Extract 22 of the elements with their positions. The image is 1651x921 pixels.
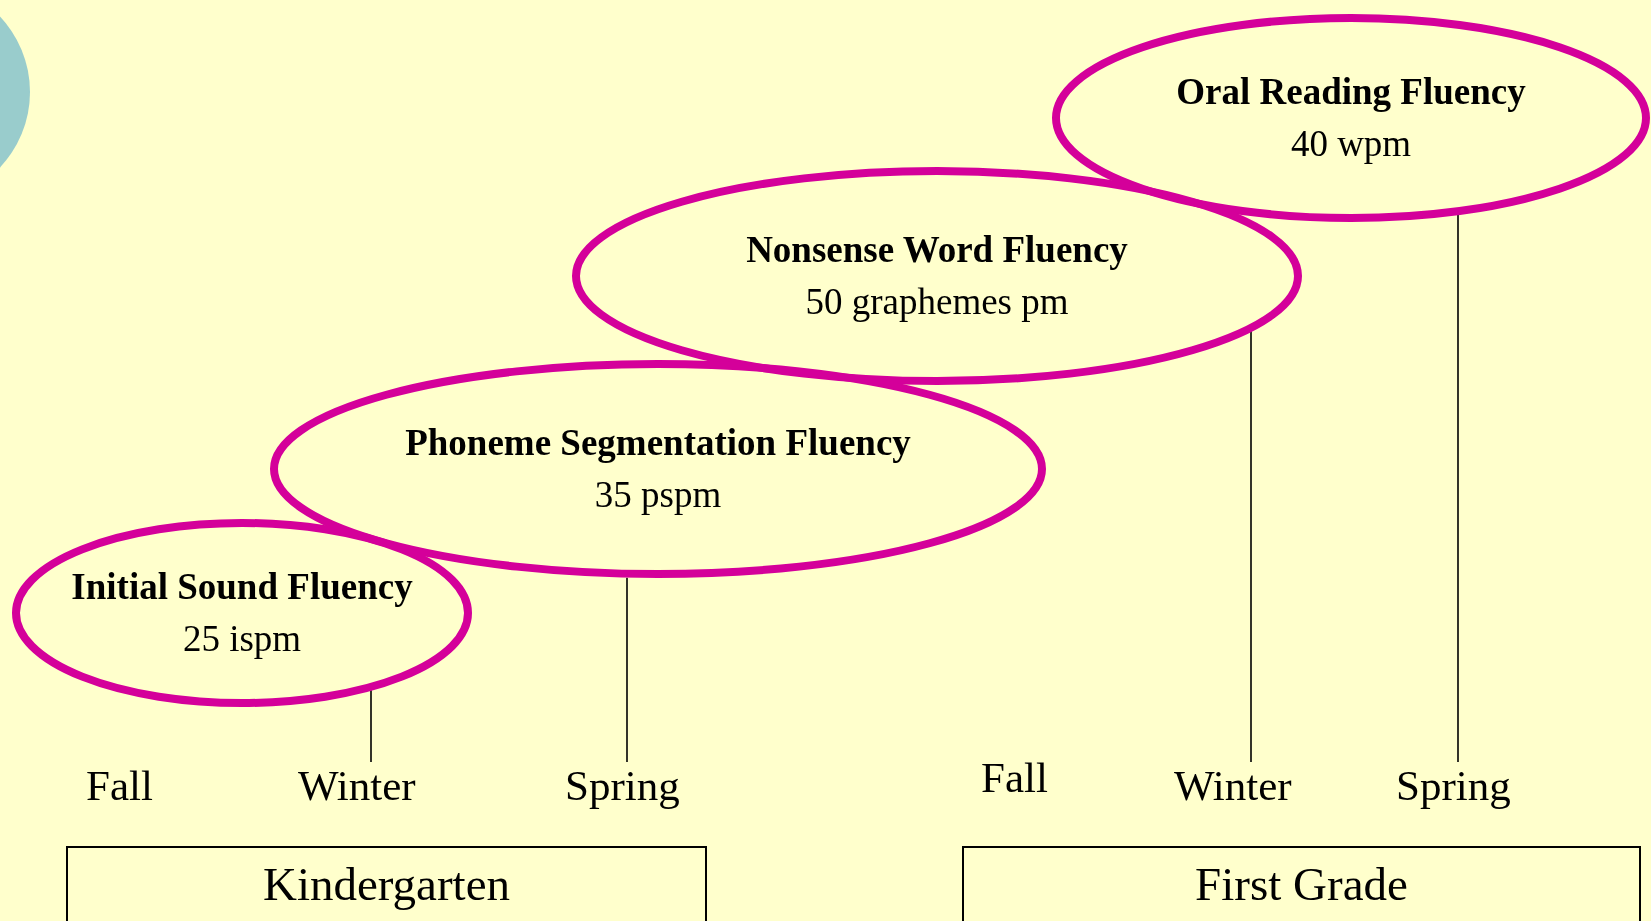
season-label: Spring (1396, 762, 1524, 810)
ellipse-node (1052, 14, 1650, 222)
season-label: Fall (981, 754, 1048, 802)
benchmark-value: 40 wpm (1290, 122, 1412, 166)
season-label: Winter (298, 762, 432, 810)
grade-name: Kindergarten (262, 857, 511, 912)
measure-name: Initial Sound Fluency (71, 565, 413, 609)
measure-name: Phoneme Segmentation Fluency (405, 421, 911, 465)
measure-name: Nonsense Word Fluency (746, 228, 1128, 272)
season-label: Winter (1174, 762, 1308, 810)
benchmark-value: 25 ispm (182, 617, 302, 661)
grade-name: First Grade (1195, 857, 1408, 912)
season-label: Spring (565, 762, 693, 810)
ellipse-node (12, 519, 472, 707)
season-label: Fall (86, 762, 153, 810)
measure-name: Oral Reading Fluency (1176, 70, 1526, 114)
benchmark-value: 35 pspm (594, 473, 722, 517)
benchmark-value: 50 graphemes pm (805, 280, 1069, 324)
ellipse-node (572, 167, 1302, 385)
leader-line (1457, 214, 1459, 763)
leader-line (626, 576, 628, 763)
leader-line (370, 689, 372, 763)
